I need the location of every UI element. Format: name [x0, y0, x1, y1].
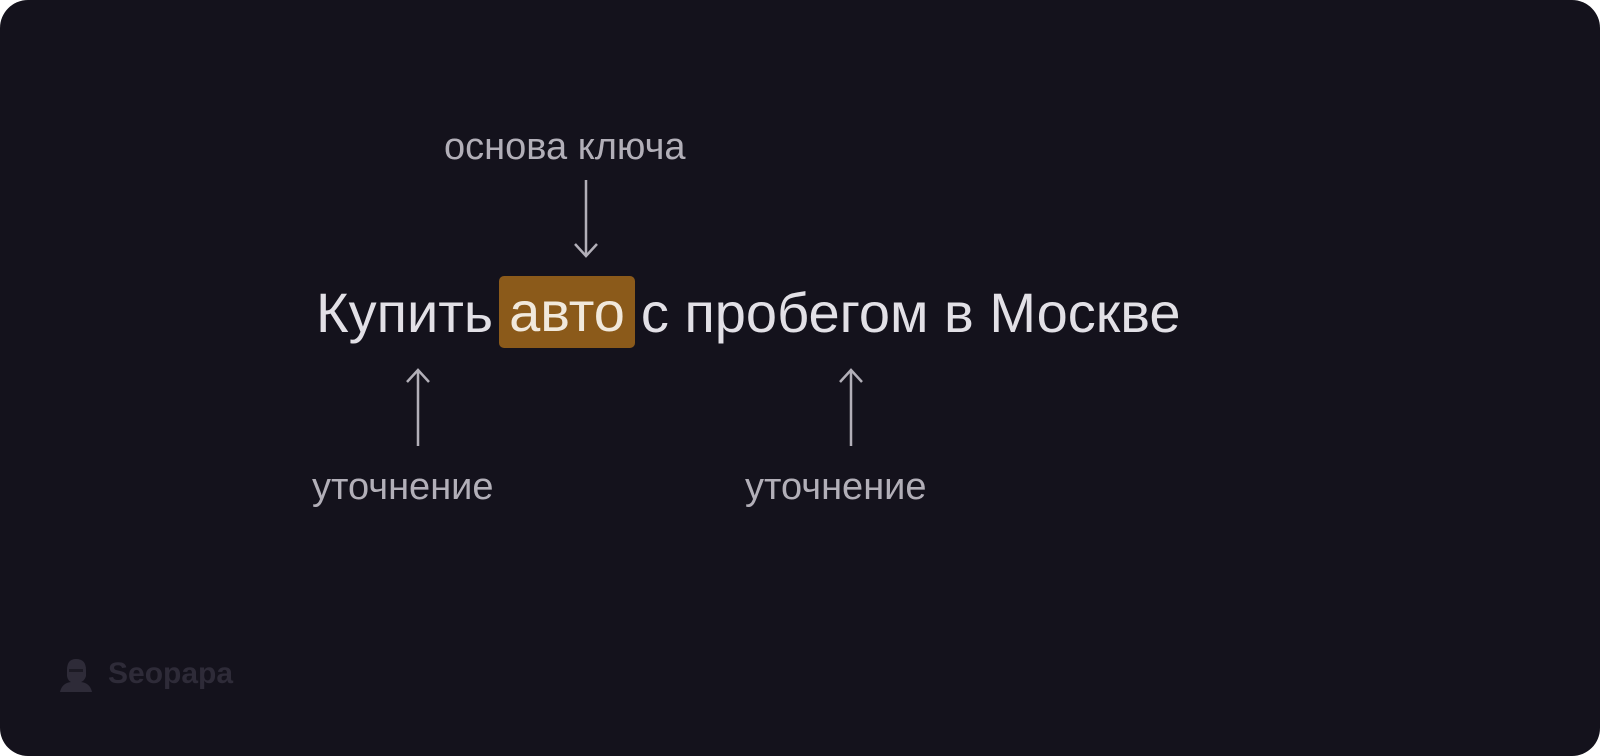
phrase-highlight-key-base: авто — [499, 276, 635, 348]
logo-text: Seopapa — [108, 657, 234, 690]
label-refinement-right: уточнение — [745, 466, 927, 508]
search-phrase: Купить авто с пробегом в Москве — [316, 276, 1181, 348]
arrow-up-icon — [406, 368, 430, 446]
arrow-up-icon — [839, 368, 863, 446]
logo-avatar-icon — [60, 659, 92, 692]
logo: Seopapa — [58, 656, 233, 692]
arrow-down-icon — [574, 180, 598, 258]
label-refinement-left: уточнение — [312, 466, 494, 508]
phrase-before: Купить — [316, 280, 494, 344]
phrase-after: с пробегом в Москве — [640, 280, 1181, 344]
label-key-base: основа ключа — [444, 126, 686, 168]
